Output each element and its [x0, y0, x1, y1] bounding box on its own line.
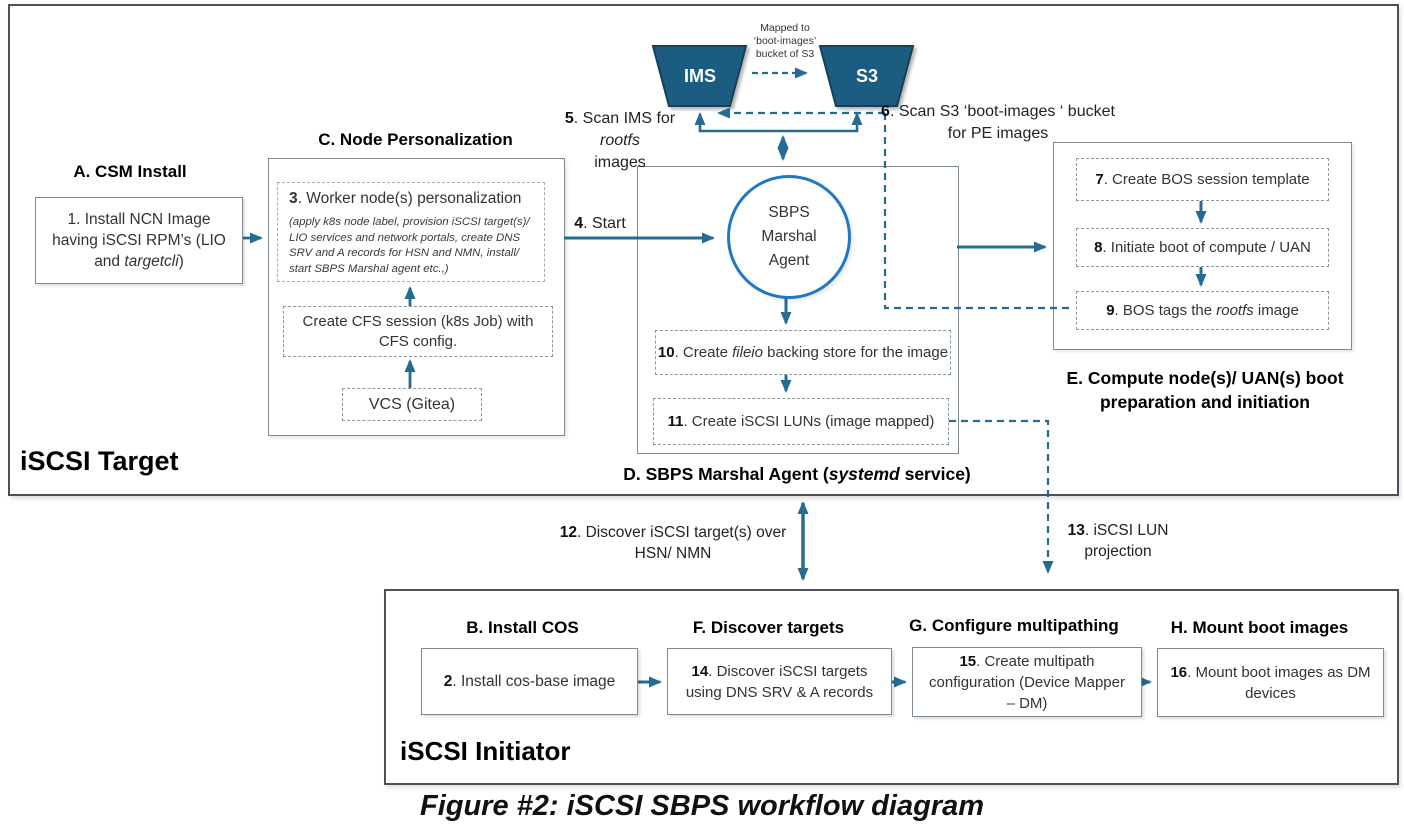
box-16-mount-images: 16. Mount boot images as DM devices [1157, 648, 1384, 717]
box-10-text: 10. Create fileio backing store for the … [657, 343, 949, 361]
label-scan-ims-line1: 5. Scan IMS for rootfs [564, 110, 676, 149]
box-3-note: (apply k8s node label, provision iSCSI t… [289, 216, 530, 275]
circle-line3: Agent [768, 252, 810, 269]
box-11-iscsi-luns: 11. Create iSCSI LUNs (image mapped) [653, 398, 949, 445]
box-7-bos-session: 7. Create BOS session template [1076, 158, 1329, 201]
box-15-text: 15. Create multipath configuration (Devi… [929, 652, 1125, 712]
box-1-install-ncn: 1. Install NCN Image having iSCSI RPM’s … [35, 197, 243, 284]
box-2-install-cos-base: 2. Install cos-base image [421, 648, 638, 715]
label-scan-s3: 6. Scan S3 ‘boot-images ‘ bucket for PE … [878, 101, 1118, 145]
label-13-line2: projection [1084, 543, 1152, 560]
box-10-fileio: 10. Create fileio backing store for the … [655, 330, 951, 375]
label-discover-targets: 12. Discover iSCSI target(s) over HSN/ N… [540, 522, 806, 564]
label-start: 4. Start [574, 215, 626, 232]
mapped-note: Mapped to ‘boot-images’ bucket of S3 [728, 22, 842, 61]
heading-mount-boot-images: H. Mount boot images [1170, 618, 1349, 637]
label-scan-s3-line2: for PE images [947, 125, 1049, 142]
box-8-initiate-boot: 8. Initiate boot of compute / UAN [1076, 228, 1329, 267]
box-vcs-gitea: VCS (Gitea) [342, 388, 482, 421]
box-7-text: 7. Create BOS session template [1095, 170, 1310, 188]
box-16-text: 16. Mount boot images as DM devices [1170, 663, 1371, 702]
box-14-discover-iscsi: 14. Discover iSCSI targets using DNS SRV… [667, 648, 892, 715]
sbps-marshal-agent-circle: SBPS Marshal Agent [727, 175, 851, 299]
ims-label: IMS [683, 66, 716, 86]
mapped-note-line2: ‘boot-images’ [753, 35, 817, 47]
s3-label: S3 [855, 66, 879, 86]
heading-configure-multipathing: G. Configure multipathing [909, 616, 1119, 635]
iscsi-initiator-container [384, 589, 1399, 785]
box-1-text: 1. Install NCN Image having iSCSI RPM’s … [52, 211, 226, 270]
mapped-note-line3: bucket of S3 [755, 48, 815, 60]
heading-discover-targets: F. Discover targets [692, 618, 845, 637]
box-8-text: 8. Initiate boot of compute / UAN [1094, 238, 1311, 256]
circle-line1: SBPS [768, 204, 810, 221]
circle-line2: Marshal [761, 228, 817, 245]
box-3-worker-personalization: 3. Worker node(s) personalization (apply… [277, 182, 545, 282]
sbps-marshal-agent-box [637, 166, 959, 454]
label-scan-ims-line2: images [594, 154, 646, 171]
label-sbps-marshal-agent: D. SBPS Marshal Agent (systemd service) [623, 464, 971, 484]
label-13-line1: 13. iSCSI LUN [1067, 522, 1169, 539]
label-scan-ims: 5. Scan IMS for rootfs images [543, 108, 697, 174]
heading-install-cos: B. Install COS [466, 618, 579, 637]
iscsi-initiator-title: iSCSI Initiator [400, 736, 571, 766]
iscsi-target-container [8, 4, 1399, 496]
box-14-text: 14. Discover iSCSI targets using DNS SRV… [685, 662, 874, 701]
label-scan-s3-line1: 6. Scan S3 ‘boot-images ‘ bucket [881, 103, 1115, 120]
iscsi-target-title: iSCSI Target [20, 446, 179, 476]
box-9-text: 9. BOS tags the rootfs image [1106, 301, 1299, 319]
box-9-bos-tags: 9. BOS tags the rootfs image [1076, 291, 1329, 330]
label-12-line2: HSN/ NMN [634, 545, 712, 562]
box-3-title: 3. Worker node(s) personalization [289, 190, 522, 207]
label-12-line1: 12. Discover iSCSI target(s) over [559, 524, 787, 541]
cfs-box-text: Create CFS session (k8s Job) with CFS co… [302, 312, 534, 350]
box-create-cfs-session: Create CFS session (k8s Job) with CFS co… [283, 306, 553, 357]
heading-csm-install: A. CSM Install [73, 162, 187, 181]
figure-caption: Figure #2: iSCSI SBPS workflow diagram [419, 790, 984, 822]
mapped-note-line1: Mapped to [760, 22, 810, 34]
box-2-text: 2. Install cos-base image [443, 673, 616, 690]
label-boot-prep: E. Compute node(s)/ UAN(s) boot preparat… [1066, 368, 1344, 412]
label-lun-projection: 13. iSCSI LUN projection [1056, 520, 1180, 562]
box-11-text: 11. Create iSCSI LUNs (image mapped) [667, 412, 935, 430]
vcs-box-text: VCS (Gitea) [368, 395, 456, 413]
node-personalization-box [268, 158, 565, 436]
heading-node-personalization: C. Node Personalization [318, 130, 513, 149]
box-15-multipath-config: 15. Create multipath configuration (Devi… [912, 647, 1142, 717]
